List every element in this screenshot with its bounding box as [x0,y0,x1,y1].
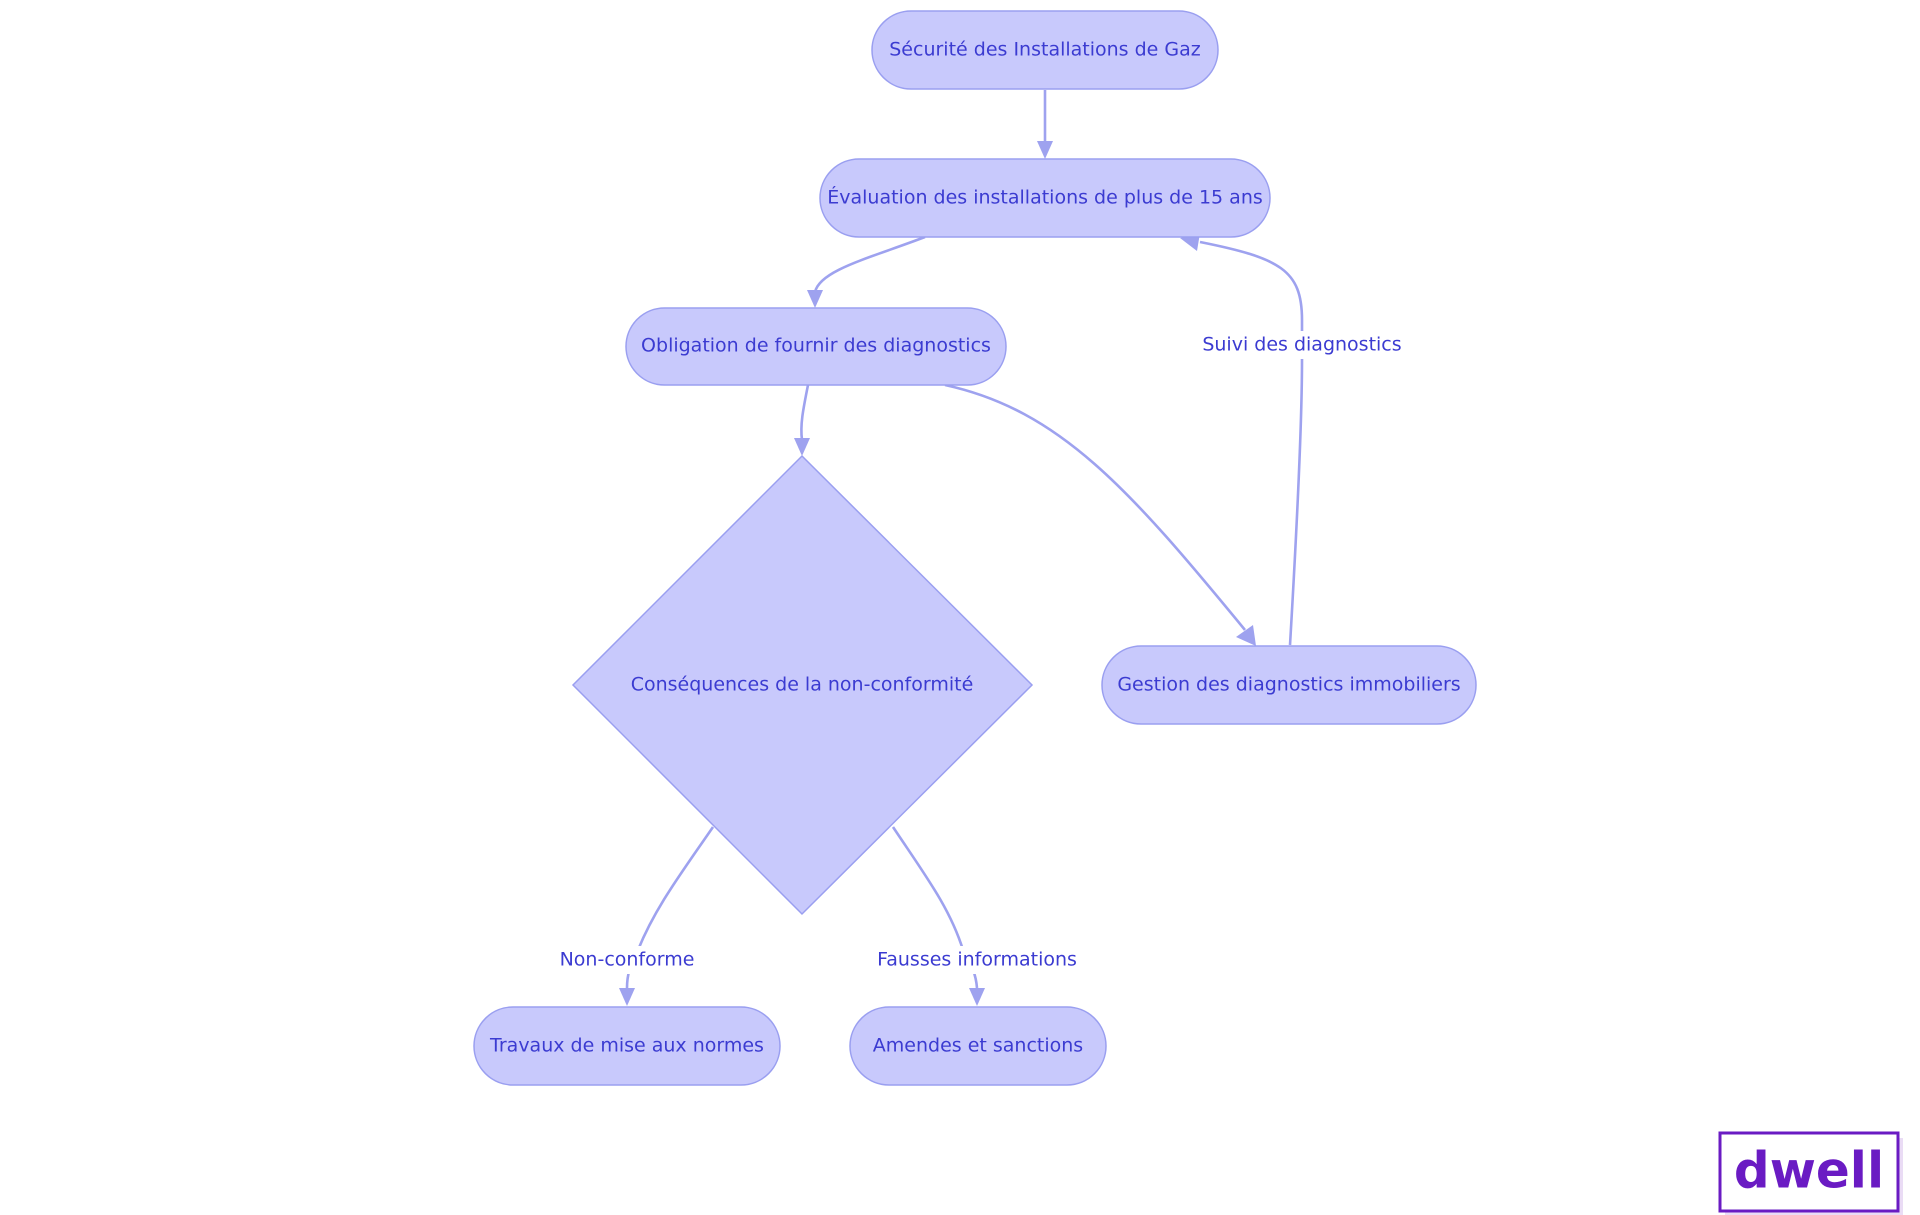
edge-consequences-amendes [891,826,985,1006]
edge-label-fausses-text: Fausses informations [877,949,1077,971]
node-travaux[interactable]: Travaux de mise aux normes [473,1006,781,1086]
node-gestion-label: Gestion des diagnostics immobiliers [1117,674,1460,696]
dwell-logo: dwell [1718,1131,1903,1215]
edge-label-suivi: Suivi des diagnostics [1202,331,1402,359]
edge-evaluation-obligation [807,235,926,308]
node-travaux-label: Travaux de mise aux normes [489,1035,764,1057]
node-obligation[interactable]: Obligation de fournir des diagnostics [625,307,1007,386]
node-securite[interactable]: Sécurité des Installations de Gaz [871,10,1219,90]
edge-labels: Suivi des diagnostics Non-conforme Fauss… [558,331,1402,974]
node-amendes-label: Amendes et sanctions [873,1035,1083,1057]
edge-gestion-evaluation [1180,233,1304,646]
node-securite-label: Sécurité des Installations de Gaz [889,39,1201,61]
nodes: Sécurité des Installations de Gaz Évalua… [473,10,1477,1086]
edge-consequences-travaux [619,826,715,1006]
node-evaluation[interactable]: Évaluation des installations de plus de … [819,158,1271,238]
node-amendes[interactable]: Amendes et sanctions [849,1006,1107,1086]
logo-text: dwell [1734,1142,1884,1200]
edge-obligation-consequences [794,384,810,456]
node-obligation-label: Obligation de fournir des diagnostics [641,335,991,357]
edge-securite-evaluation [1037,90,1053,159]
node-consequences-decision[interactable]: Conséquences de la non-conformité [571,454,1034,916]
edge-label-non-conforme: Non-conforme [558,946,696,974]
node-consequences-label: Conséquences de la non-conformité [631,674,974,696]
node-gestion[interactable]: Gestion des diagnostics immobiliers [1101,645,1477,725]
edge-label-fausses: Fausses informations [877,946,1077,974]
edge-label-suivi-text: Suivi des diagnostics [1202,334,1401,356]
edge-label-non-conforme-text: Non-conforme [560,949,695,971]
node-evaluation-label: Évaluation des installations de plus de … [827,186,1263,209]
edge-obligation-gestion [944,383,1256,646]
